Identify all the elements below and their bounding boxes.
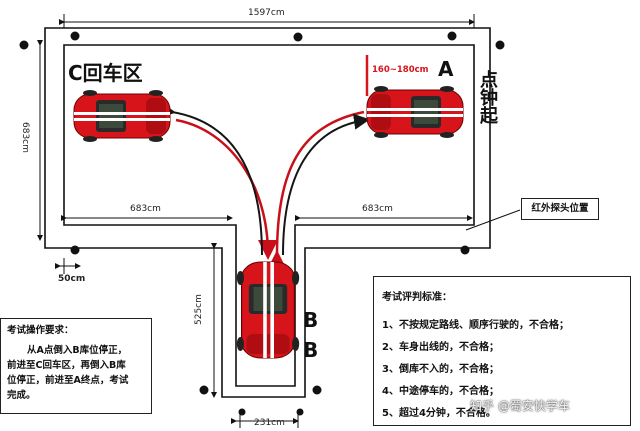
c-zone-label: C回车区 (68, 61, 143, 85)
criteria-item-1: 1、不按规定路线、顺序行驶的，不合格； (382, 320, 569, 331)
dim-b-depth: 525cm (194, 294, 204, 325)
criteria-title: 考试评判标准： (382, 292, 452, 303)
path-dark-b-to-a (282, 113, 370, 256)
dim-top-width: 1597cm (248, 8, 285, 18)
criteria-item-4: 4、中途停车的，不合格； (382, 386, 499, 397)
criteria-item-2: 2、车身出线的，不合格； (382, 342, 499, 353)
car-c-zone (73, 89, 171, 143)
dim-left-height: 683cm (20, 122, 30, 153)
watermark: 知乎 @蜀安快学车 (470, 399, 570, 413)
car-a-point (366, 85, 464, 139)
start-label: 点钟起 (477, 70, 498, 124)
course-outer-line (44, 27, 491, 398)
requirements-line-1: 从A点倒入B库位停正， (27, 345, 128, 356)
b-garage-label-bottom: B (303, 338, 319, 362)
dim-stub: 50cm (58, 274, 86, 284)
requirements-box: 考试操作要求： 从A点倒入B库位停正， 前进至C回车区，再倒入B库 位停正，前进… (0, 318, 152, 414)
dim-b-width: 231cm (254, 418, 285, 428)
sensor-dots (19, 31, 505, 416)
sensor-position-box: 红外探头位置 (521, 198, 599, 220)
a-point-label: A (438, 57, 454, 81)
dim-left-segment: 683cm (130, 204, 161, 214)
path-dark-b-to-c (158, 102, 263, 256)
angle-range-label: 160~180cm (372, 65, 429, 75)
b-garage-label-top: B (303, 308, 319, 332)
path-red-a-to-b (266, 110, 365, 271)
requirements-title: 考试操作要求： (7, 325, 74, 336)
requirements-line-4: 完成。 (7, 390, 36, 401)
car-b-garage (236, 261, 300, 359)
requirements-line-3: 位停正，前进至A终点，考试 (7, 375, 129, 386)
dim-right-segment: 683cm (362, 204, 393, 214)
requirements-line-2: 前进至C回车区，再倒入B库 (7, 360, 126, 371)
sensor-position-label: 红外探头位置 (531, 203, 589, 214)
criteria-item-3: 3、倒库不入的，不合格； (382, 364, 499, 375)
criteria-item-5: 5、超过4分钟，不合格。 (382, 408, 496, 419)
course-inner-line (63, 44, 475, 387)
path-red-c-to-b (175, 118, 278, 260)
criteria-box: 考试评判标准： 1、不按规定路线、顺序行驶的，不合格； 2、车身出线的，不合格；… (373, 276, 631, 426)
